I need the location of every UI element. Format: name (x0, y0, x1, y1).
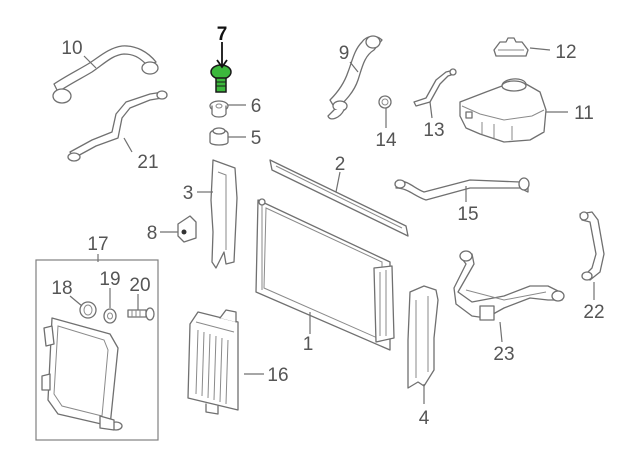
callout-2: 2 (335, 154, 346, 175)
part-18-bushing (79, 301, 97, 319)
callout-7: 7 (217, 24, 228, 45)
part-22-hose (579, 211, 605, 281)
callout-13: 13 (423, 120, 444, 141)
callout-15: 15 (457, 204, 478, 225)
part-15-pipe (394, 177, 530, 201)
part-19-nut (103, 308, 117, 324)
part-20-bolt (127, 307, 155, 321)
callout-23: 23 (493, 344, 514, 365)
callout-labels: 1 2 3 4 5 6 7 8 9 10 11 12 13 14 15 16 1… (51, 24, 604, 429)
part-17-kit-box (35, 259, 159, 441)
part-6-grommet (209, 100, 229, 118)
callout-20: 20 (129, 275, 150, 296)
callout-1: 1 (303, 334, 314, 355)
part-13-small-hose (413, 68, 457, 107)
leader-lines (69, 42, 595, 404)
part-2-top-strip (269, 159, 409, 237)
callout-19: 19 (99, 269, 120, 290)
part-8-pad (177, 215, 197, 243)
callout-10: 10 (61, 38, 82, 59)
callout-21: 21 (137, 152, 158, 173)
part-7-screw (210, 64, 232, 93)
part-21-lower-hose (67, 90, 168, 162)
part-1-radiator (255, 198, 395, 351)
callout-5: 5 (251, 128, 262, 149)
callout-3: 3 (183, 183, 194, 204)
callout-18: 18 (51, 278, 72, 299)
callout-4: 4 (419, 408, 430, 429)
part-3-side-bracket (210, 159, 238, 269)
callout-11: 11 (574, 103, 594, 124)
callout-9: 9 (339, 43, 350, 64)
callout-16: 16 (267, 365, 288, 386)
callout-8: 8 (147, 223, 158, 244)
part-16-aux-radiator (187, 309, 239, 415)
part-4-side-panel (407, 285, 439, 389)
part-23-hose-assembly (453, 250, 565, 321)
callout-17: 17 (87, 234, 108, 255)
callout-22: 22 (583, 302, 604, 323)
callout-12: 12 (555, 42, 576, 63)
part-14-clamp (378, 95, 392, 109)
part-5-mount (209, 127, 229, 146)
part-10-upper-hose (52, 45, 159, 104)
callout-14: 14 (375, 130, 397, 151)
part-11-expansion-tank (459, 78, 547, 143)
part-12-cap (493, 37, 529, 57)
callout-6: 6 (251, 96, 262, 117)
part-9-hose (327, 35, 383, 120)
